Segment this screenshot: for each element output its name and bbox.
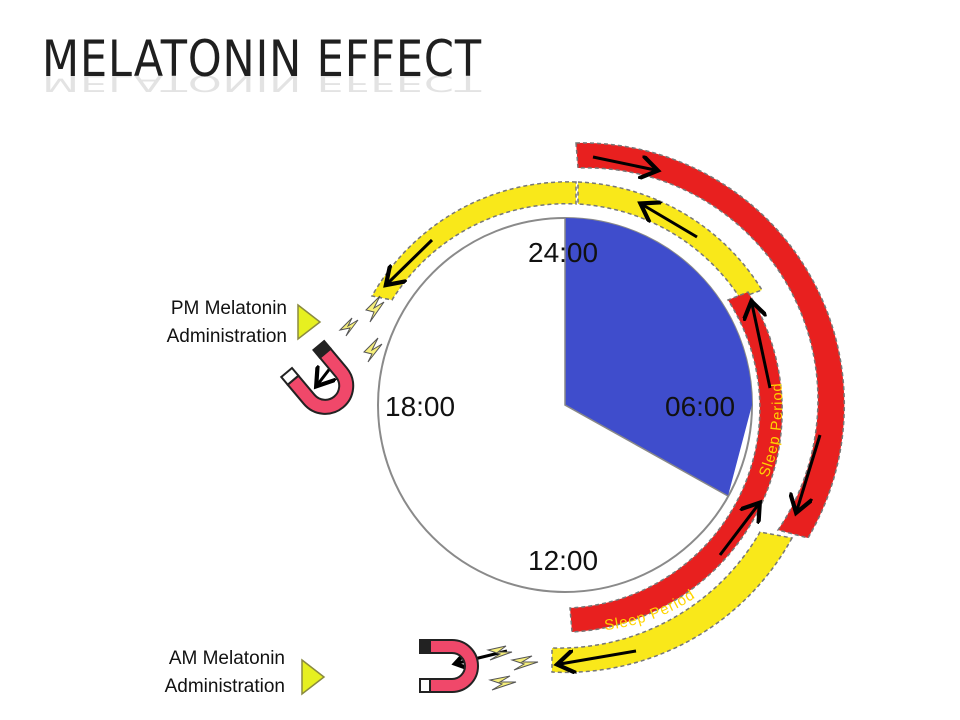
yellow-band-top-right	[577, 181, 764, 299]
arrow-outer-red-top	[592, 157, 655, 170]
sleep-sector	[565, 218, 752, 496]
arrow-inner-red-right	[752, 304, 772, 389]
am-melatonin-label: AM Melatonin Administration	[165, 645, 285, 701]
lightning-bolt-icon	[338, 295, 385, 363]
arrow-inner-yellow-top	[643, 205, 698, 239]
play-triangle-icon	[297, 303, 322, 341]
arrow-inner-red-bottom	[718, 505, 758, 556]
clock-label-18: 18:00	[385, 391, 455, 422]
pm-melatonin-label: PM Melatonin Administration	[167, 295, 287, 351]
arrow-yellow-bottom	[560, 649, 637, 664]
pm-label-line-1: PM Melatonin	[170, 298, 287, 319]
slide-title: MELATONIN EFFECT	[42, 30, 482, 88]
shift-arrows	[318, 157, 822, 664]
am-label-line-2: Administration	[164, 676, 285, 697]
magnet-icon	[419, 639, 479, 693]
sleep-sector-edge	[564, 218, 729, 497]
yellow-band-top-left	[370, 181, 577, 301]
clock-label-06: 06:00	[665, 391, 735, 422]
am-label-line-1: AM Melatonin	[168, 648, 285, 669]
magnet-icon	[279, 339, 355, 415]
clock-label-12: 12:00	[528, 545, 598, 576]
outer-red-band	[575, 142, 845, 539]
lightning-bolt-icon	[486, 645, 539, 691]
inner-red-sleep-band	[569, 291, 783, 633]
clock-label-24: 24:00	[528, 237, 598, 268]
pm-label-line-2: Administration	[166, 326, 287, 347]
play-triangle-icon	[301, 658, 326, 696]
arrow-yellow-top-left	[388, 238, 434, 283]
arrow-outer-red-right	[797, 434, 822, 510]
